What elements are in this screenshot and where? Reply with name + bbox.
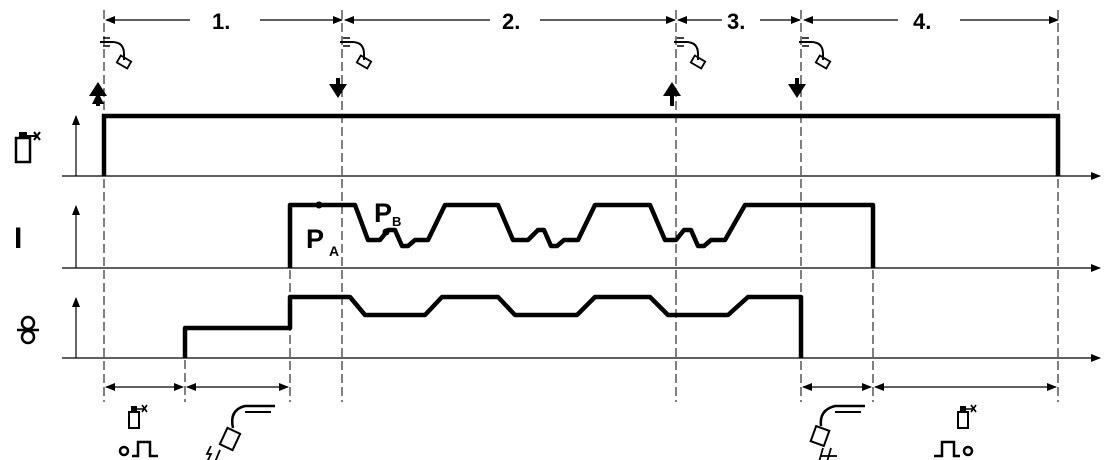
crater-fill-torch-icon [809, 404, 865, 460]
phase-3-label: 3. [727, 9, 745, 34]
wire-row-axes [62, 297, 1101, 362]
phase-1-label: 1. [212, 9, 230, 34]
pb-label: P [374, 198, 392, 228]
current-row-axes [62, 205, 1101, 272]
torch-trigger-icon [89, 37, 133, 106]
wire-feed-icon [17, 315, 39, 345]
torch-trigger-icon [788, 37, 832, 98]
pa-subscript: A [329, 243, 339, 259]
current-row-symbol: I [14, 222, 22, 255]
gas-signal-line [101, 113, 1061, 176]
pb-point-marker [382, 228, 390, 236]
current-signal-line [287, 202, 876, 268]
pa-label: P [306, 224, 324, 254]
gas-pre-flow-icon [118, 404, 158, 458]
torch-trigger-icon [663, 37, 707, 106]
phase-4-label: 4. [913, 9, 931, 34]
gas-cylinder-icon [14, 131, 41, 164]
ignition-torch-icon [205, 404, 275, 460]
wire-feed-signal-line [182, 294, 804, 358]
phase-2-label: 2. [502, 9, 520, 34]
pb-subscript: B [392, 214, 401, 229]
pa-point-marker [315, 201, 323, 209]
gas-post-flow-icon [934, 404, 977, 458]
gas-row-axes [62, 115, 1101, 180]
phase-boundaries [103, 10, 1059, 402]
torch-trigger-icon [329, 37, 373, 98]
